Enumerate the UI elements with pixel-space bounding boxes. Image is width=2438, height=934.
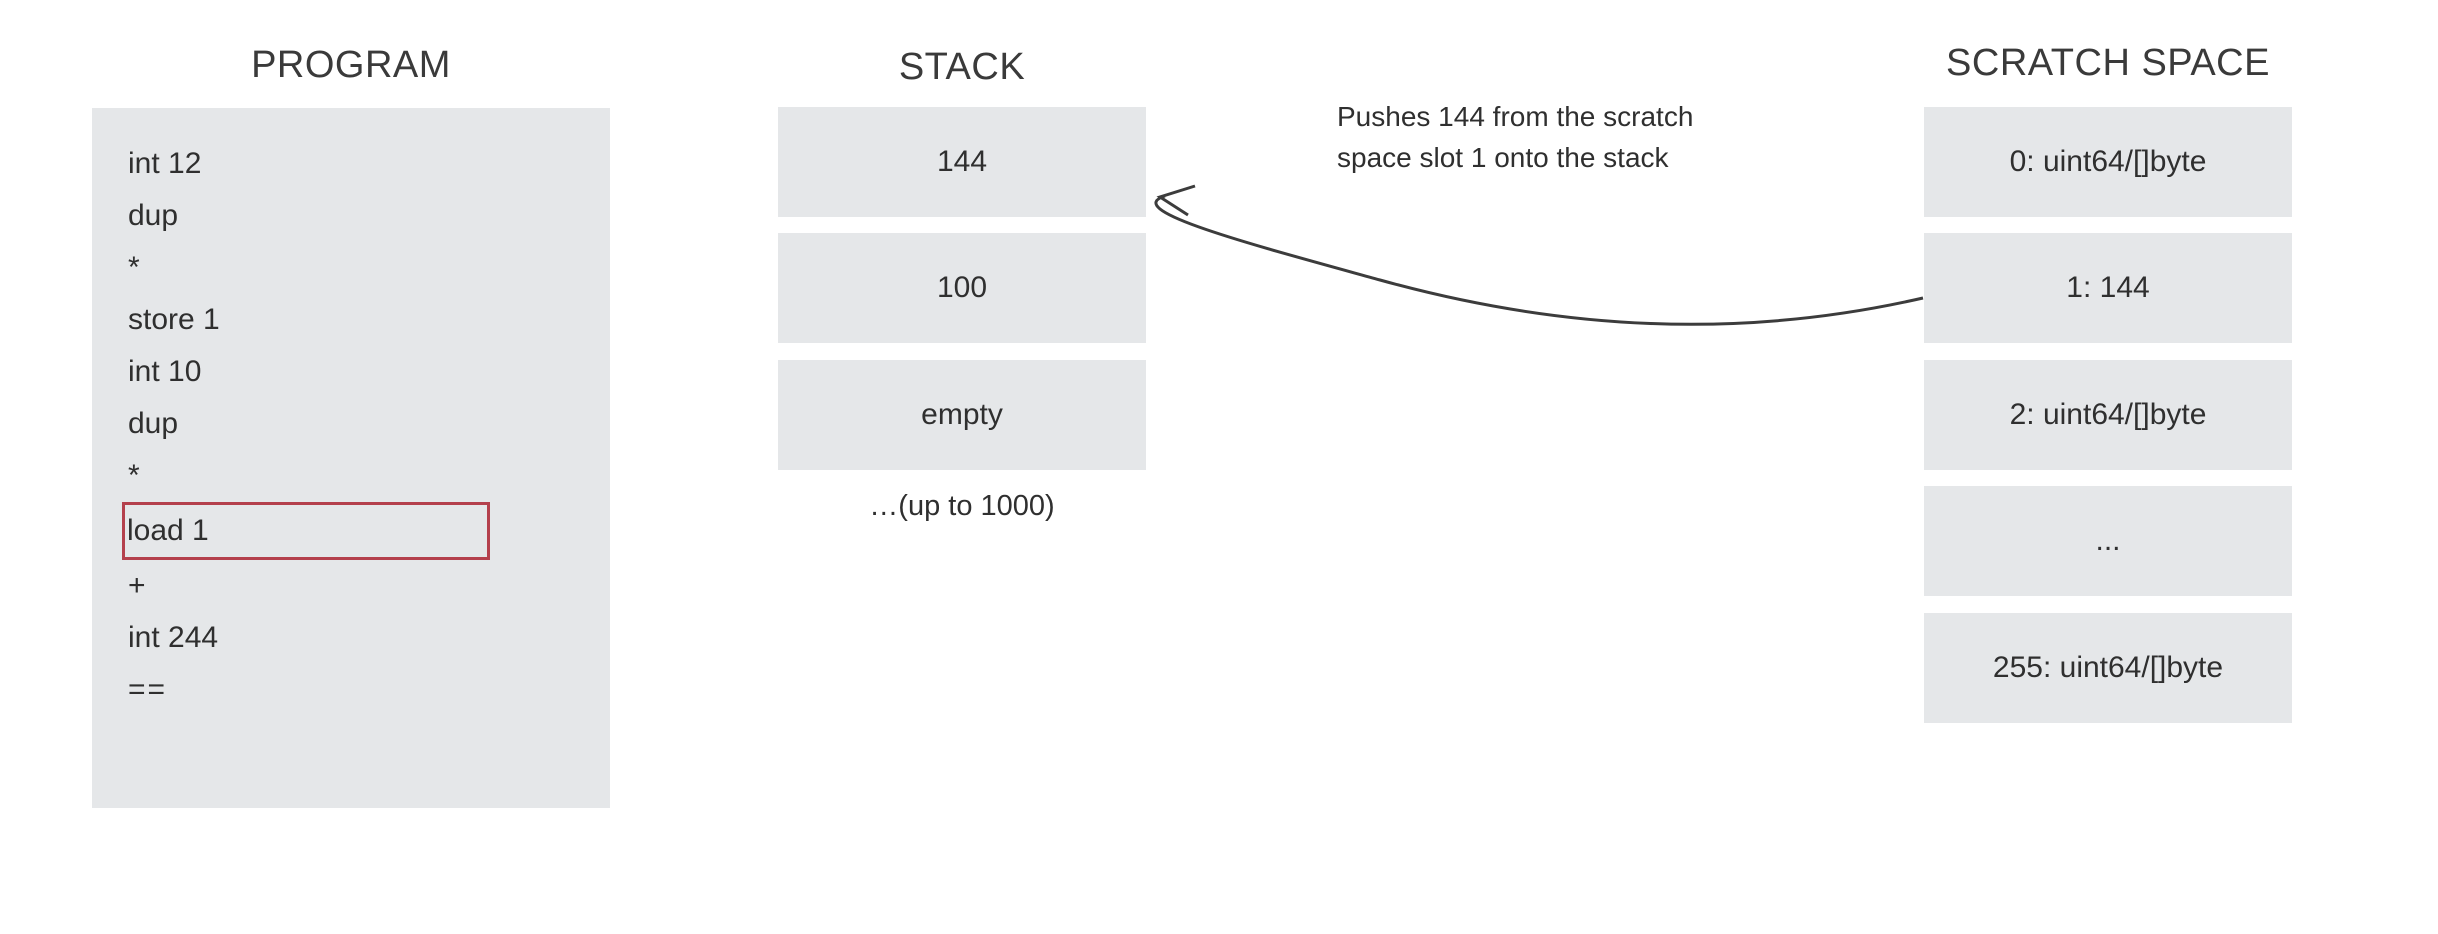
stack-slot-2: empty	[778, 360, 1146, 470]
program-line-load-1-highlighted: load 1	[122, 502, 490, 560]
scratch-slot-1: 1: 144	[1924, 233, 2292, 343]
stack-capacity-note: …(up to 1000)	[869, 490, 1055, 522]
scratch-slot-2: 2: uint64/[]byte	[1924, 360, 2292, 470]
stack-slot-0: 144	[778, 107, 1146, 217]
program-line-dup-1: dup	[128, 199, 179, 232]
program-column-title: PROGRAM	[251, 44, 451, 86]
program-line-store-1: store 1	[128, 303, 220, 336]
program-line-int-10: int 10	[128, 355, 202, 388]
program-line-eq: ==	[128, 673, 168, 706]
scratch-space-column-title: SCRATCH SPACE	[1946, 42, 2270, 84]
annotation-line-1: Pushes 144 from the scratch	[1337, 101, 1694, 132]
program-panel: int 12 dup * store 1 int 10 dup * load 1…	[92, 108, 610, 808]
program-line-mul-2: *	[128, 459, 142, 492]
stack-slot-1: 100	[778, 233, 1146, 343]
program-line-int-12: int 12	[128, 147, 202, 180]
stack-column-title: STACK	[898, 46, 1026, 88]
scratch-slot-0: 0: uint64/[]byte	[1924, 107, 2292, 217]
annotation-line-2: space slot 1 onto the stack	[1337, 142, 1669, 173]
program-line-dup-2: dup	[128, 407, 179, 440]
scratch-slot-ellipsis: ...	[1924, 486, 2292, 596]
scratch-slot-255: 255: uint64/[]byte	[1924, 613, 2292, 723]
program-line-int-244: int 244	[128, 621, 219, 654]
arrow-head-icon	[1156, 184, 1196, 217]
annotation-callout: Pushes 144 from the scratch space slot 1…	[1337, 96, 1797, 178]
scratch-to-stack-arrow-curve	[1154, 194, 1924, 326]
program-line-mul-1: *	[128, 251, 142, 284]
program-line-add: +	[128, 569, 148, 602]
program-instruction-list: int 12 dup * store 1 int 10 dup * load 1…	[122, 138, 610, 716]
